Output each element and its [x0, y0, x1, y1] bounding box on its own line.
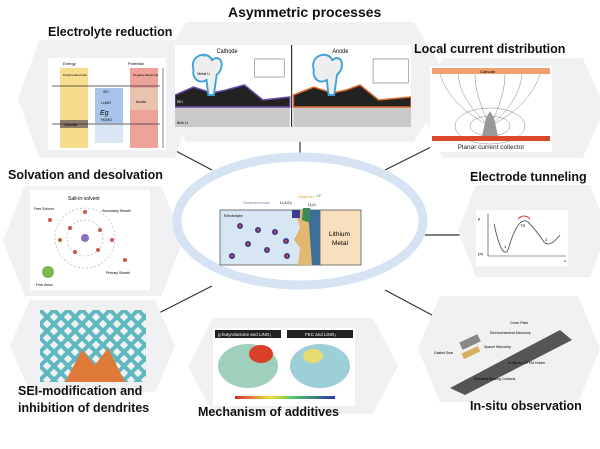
label-a: (a) — [478, 251, 484, 256]
label-oligomer: Oligomer — [298, 194, 315, 199]
current-distribution-diagram: Cathode Planar current collector — [430, 66, 552, 152]
label-metal-li: Metal Li — [197, 72, 210, 76]
label-eg: Eg — [100, 110, 109, 117]
label-ts: TS — [520, 223, 525, 228]
label-li2co3: Li₂CO₃ — [280, 200, 293, 205]
label-spacer-microchip: Spacer Microchip — [484, 345, 511, 349]
title-solvation: Solvation and desolvation — [8, 168, 163, 182]
label-x: x — [564, 258, 566, 263]
label-salt-in-solvent: Salt-in-solvent — [68, 196, 100, 202]
label-energy: Energy — [63, 61, 76, 66]
connector-bottom-left — [154, 285, 213, 316]
title-local-current: Local current distribution — [414, 42, 566, 56]
hexagon-insitu — [418, 296, 600, 402]
label-sei: SEI — [103, 90, 109, 94]
label-free-anion: Free Anion — [36, 283, 53, 287]
title-sei-1: SEI-modification and — [18, 384, 143, 398]
label-semicarbonate: Semicarbonate — [243, 200, 271, 205]
label-lif: LiF — [316, 193, 322, 198]
label-homo: HOMO — [101, 118, 112, 122]
label-gbl-lino3: g-butyrolactone and LiNO₃ — [218, 332, 271, 337]
label-cathode-side: Cathode — [217, 49, 238, 55]
label-bulk-li: Bulk Li — [177, 121, 188, 125]
label-cathode: Cathode — [64, 123, 77, 127]
label-sei-asym: SEI — [177, 100, 183, 104]
label-mu: μ — [478, 216, 481, 221]
label-cover-plate: Cover Plate — [510, 321, 528, 325]
label-lithium: Lithium — [329, 231, 350, 238]
label-li-ion: Li⁺ — [203, 54, 208, 58]
label-metal: Metal — [332, 240, 348, 247]
label-primary-sheath: Primary Sheath — [106, 271, 130, 275]
title-tunneling: Electrode tunneling — [470, 170, 587, 184]
color-bar — [235, 396, 335, 399]
tunneling-plot: μ TS 1 2 (a) x — [476, 210, 568, 266]
energy-diagram: Energy Potential SEI LUMO HOMO Eg Anode … — [48, 58, 166, 150]
label-free-solvent: Free Solvent — [34, 207, 54, 211]
additives-diagram: g-butyrolactone and LiNO₃ FEC and LiNO₃ — [213, 328, 355, 406]
label-holder: In-situ ec-S/TEM Holder — [508, 361, 546, 365]
label-secondary-sheath: Secondary Sheath — [102, 209, 131, 213]
sei-lattice-diagram — [40, 310, 146, 382]
label-state-1: 1 — [504, 244, 507, 249]
label-anode: Anode — [136, 100, 146, 104]
label-potential: Potential — [128, 61, 144, 66]
solvation-diagram: Salt-in-solvent Free Solvent Secondary S… — [30, 190, 150, 290]
title-insitu: In-situ observation — [470, 399, 582, 413]
label-li2o: Li₂O — [308, 202, 316, 207]
label-ec-microchip: Electrochemical Microchip — [490, 331, 531, 335]
label-anode-side: Anode — [332, 49, 348, 55]
title-asymmetric-processes: Asymmetric processes — [228, 4, 382, 20]
asymmetric-diagram: Cathode Anode Metal Li SEI Bulk Li Li⁺ — [175, 45, 411, 127]
label-positive: Positive Electrode — [63, 73, 87, 77]
title-additives: Mechanism of additives — [198, 405, 340, 419]
label-collector: Planar current collector — [458, 144, 526, 151]
title-sei-2: inhibition of dendrites — [18, 401, 150, 415]
insitu-holder-diagram: Cover Plate Electrochemical Microchip Sp… — [434, 321, 572, 395]
label-electrolyte: Electrolyte — [224, 213, 243, 218]
label-fec-lino3: FEC and LiNO₃ — [305, 332, 336, 337]
center-sei-diagram: Electrolyte Lithium Metal Semicarbonate … — [172, 152, 428, 290]
label-state-2: 2 — [545, 237, 548, 242]
label-lumo: LUMO — [101, 101, 111, 105]
label-biasing-contacts: Electrical Biasing Contacts — [474, 377, 516, 381]
label-cathode-top: Cathode — [480, 69, 496, 74]
title-electrolyte-reduction: Electrolyte reduction — [48, 25, 173, 39]
label-gasket-seal: Gasket Seal — [434, 351, 453, 355]
label-negative: Negative Electrode — [133, 73, 159, 77]
